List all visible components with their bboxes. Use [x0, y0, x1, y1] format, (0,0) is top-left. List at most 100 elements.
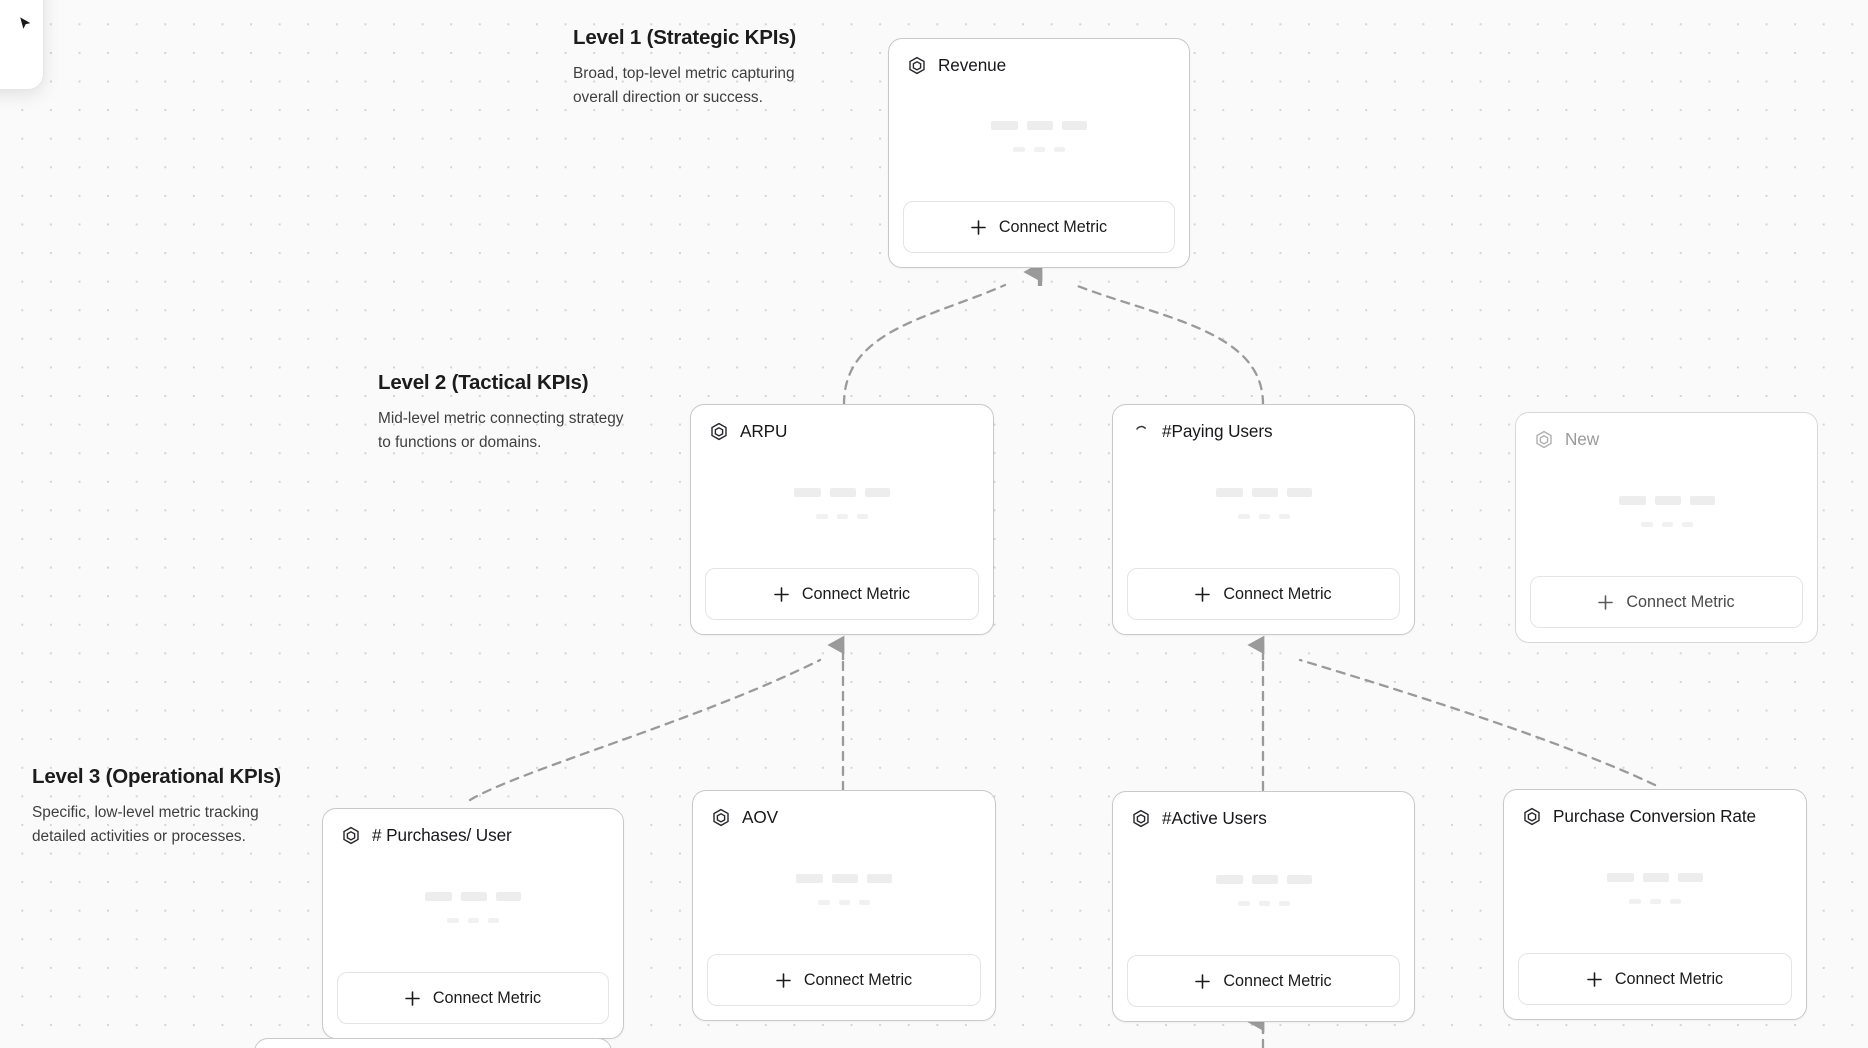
skeleton-row-primary — [991, 121, 1087, 130]
skeleton-bar — [468, 917, 479, 923]
card-skeleton-body — [693, 828, 995, 954]
metric-card-partial-below[interactable] — [254, 1038, 612, 1048]
metric-card-purchase-conversion-rate[interactable]: Purchase Conversion Rate Connect Metric — [1503, 789, 1807, 1020]
card-skeleton-body — [691, 442, 993, 568]
card-header: Revenue — [889, 39, 1189, 76]
skeleton-bar — [1237, 513, 1250, 519]
connect-metric-button[interactable]: Connect Metric — [337, 972, 609, 1024]
edge-paying-users-to-revenue — [1073, 283, 1265, 406]
spinner-icon — [1136, 425, 1146, 430]
skeleton-row-primary — [794, 487, 890, 497]
card-skeleton-body — [1516, 450, 1817, 576]
metric-card-purchases-per-user[interactable]: # Purchases/ User Connect Metric — [322, 808, 624, 1039]
skeleton-bar — [794, 487, 821, 497]
connect-metric-button[interactable]: Connect Metric — [903, 201, 1175, 253]
level-3-title: Level 3 (Operational KPIs) — [32, 765, 281, 788]
hexagon-target-icon — [1524, 807, 1540, 825]
plus-icon — [405, 990, 420, 1006]
plus-icon — [971, 219, 986, 235]
skeleton-bar — [461, 891, 487, 901]
connect-metric-button[interactable]: Connect Metric — [707, 954, 981, 1006]
metric-card-paying-users[interactable]: #Paying Users Connect Metric — [1112, 404, 1415, 635]
edge-arpu-to-revenue — [842, 283, 1007, 406]
skeleton-bar — [1689, 495, 1715, 505]
connect-metric-label: Connect Metric — [801, 584, 911, 603]
skeleton-bar — [857, 513, 868, 519]
metric-card-arpu[interactable]: ARPU Connect Metric — [690, 404, 994, 635]
cursor-icon — [20, 17, 31, 29]
connect-metric-button[interactable]: Connect Metric — [705, 568, 979, 620]
skeleton-bar — [1654, 495, 1681, 505]
level-3-label-block: Level 3 (Operational KPIs) Specific, low… — [32, 765, 302, 849]
skeleton-row-secondary — [447, 917, 499, 923]
connect-metric-button[interactable]: Connect Metric — [1530, 576, 1803, 628]
card-header: ARPU — [691, 405, 993, 442]
skeleton-bar — [1278, 513, 1290, 519]
hexagon-target-icon — [711, 422, 727, 440]
skeleton-bar — [488, 917, 499, 923]
skeleton-row-secondary — [1640, 521, 1693, 527]
card-skeleton-body — [1113, 442, 1414, 568]
skeleton-bar — [1278, 900, 1290, 906]
skeleton-bar — [1681, 521, 1693, 527]
skeleton-bar — [1258, 900, 1270, 906]
level-2-title: Level 2 (Tactical KPIs) — [378, 371, 589, 394]
metric-card-aov[interactable]: AOV Connect Metric — [692, 790, 996, 1021]
card-header: AOV — [693, 791, 995, 828]
level-3-description: Specific, low-level metric tracking deta… — [32, 804, 259, 845]
skeleton-bar — [991, 121, 1018, 130]
skeleton-bar — [839, 899, 850, 905]
card-title: New — [1565, 429, 1600, 449]
skeleton-bar — [1251, 487, 1278, 497]
card-header: New — [1516, 413, 1817, 450]
skeleton-row-primary — [1215, 874, 1312, 884]
card-title: ARPU — [740, 421, 788, 441]
connect-metric-label: Connect Metric — [1626, 592, 1735, 611]
metric-card-new[interactable]: New Connect Metric — [1515, 412, 1818, 643]
card-title: #Active Users — [1162, 808, 1267, 828]
metric-card-revenue[interactable]: Revenue Connect Metric — [888, 38, 1190, 268]
skeleton-bar — [1034, 147, 1045, 152]
connect-metric-button[interactable]: Connect Metric — [1127, 955, 1400, 1007]
skeleton-bar — [496, 891, 521, 901]
card-skeleton-body — [1113, 829, 1414, 955]
metric-card-active-users[interactable]: #Active Users Connect Metric — [1112, 791, 1415, 1022]
hexagon-target-icon — [343, 826, 359, 844]
card-skeleton-body — [1504, 827, 1806, 953]
connect-metric-button[interactable]: Connect Metric — [1127, 568, 1400, 620]
skeleton-bar — [447, 917, 459, 923]
skeleton-bar — [1215, 487, 1243, 497]
skeleton-row-secondary — [818, 899, 870, 905]
connect-metric-label: Connect Metric — [1223, 584, 1332, 603]
plus-icon — [1598, 594, 1614, 610]
skeleton-bar — [1640, 521, 1653, 527]
skeleton-bar — [1258, 513, 1270, 519]
card-skeleton-body — [889, 76, 1189, 201]
skeleton-bar — [1286, 874, 1312, 884]
connect-metric-button[interactable]: Connect Metric — [1518, 953, 1792, 1005]
connect-metric-label: Connect Metric — [803, 970, 913, 989]
connect-metric-label: Connect Metric — [998, 217, 1108, 236]
skeleton-bar — [1678, 872, 1703, 882]
skeleton-bar — [1661, 521, 1673, 527]
skeleton-row-primary — [1618, 495, 1715, 505]
connect-metric-label: Connect Metric — [1223, 971, 1332, 990]
skeleton-bar — [832, 873, 858, 883]
floating-toolbar-panel[interactable] — [0, 0, 44, 90]
skeleton-row-primary — [425, 891, 521, 901]
skeleton-bar — [1643, 872, 1669, 882]
skeleton-bar — [818, 899, 830, 905]
connect-metric-label: Connect Metric — [432, 988, 542, 1007]
skeleton-bar — [1618, 495, 1646, 505]
skeleton-bar — [1670, 898, 1681, 904]
card-title: # Purchases/ User — [372, 825, 512, 845]
skeleton-row-secondary — [1013, 147, 1065, 152]
skeleton-bar — [865, 487, 890, 497]
skeleton-row-secondary — [1629, 898, 1681, 904]
hexagon-target-icon — [1536, 430, 1552, 448]
connect-metric-label: Connect Metric — [1614, 969, 1724, 988]
skeleton-bar — [425, 891, 452, 901]
skeleton-bar — [830, 487, 856, 497]
hexagon-target-icon — [713, 808, 729, 826]
